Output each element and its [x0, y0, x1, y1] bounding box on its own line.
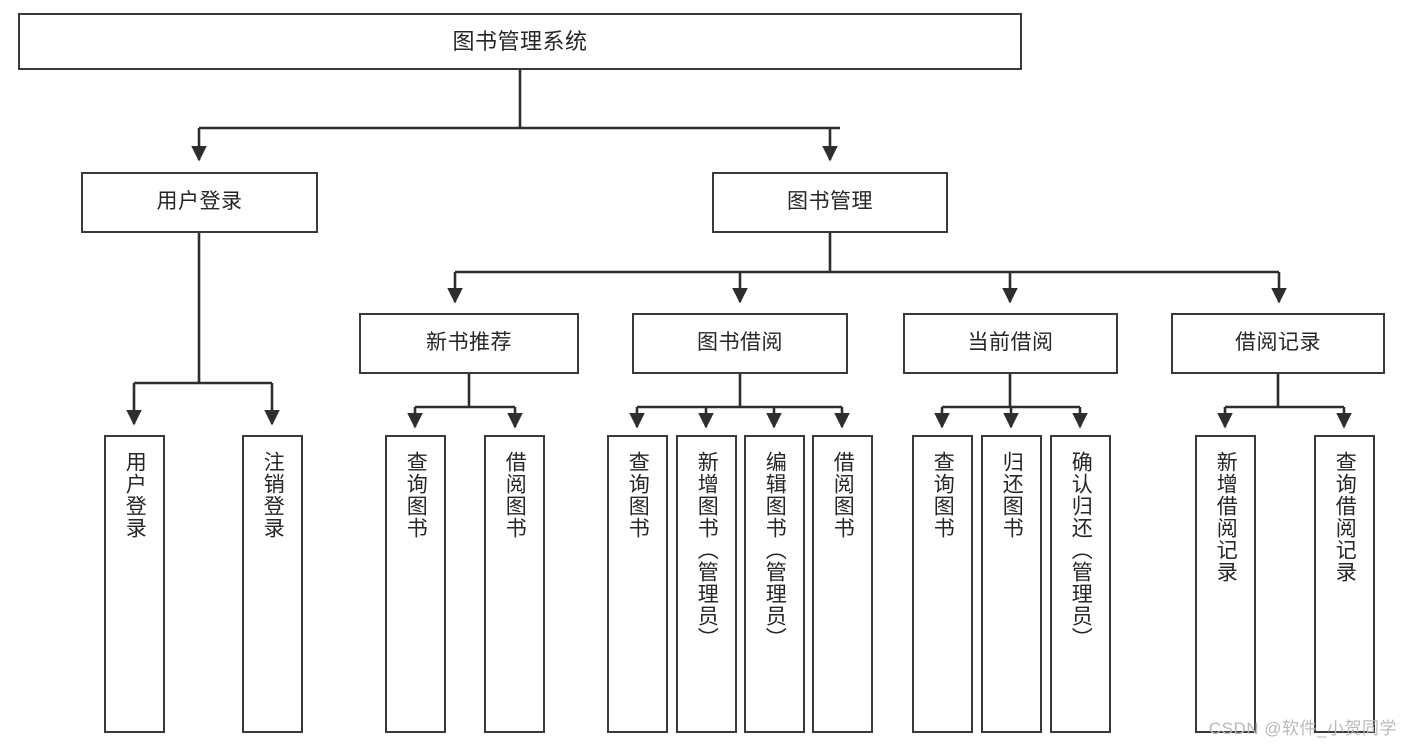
node-label: 查询借阅记录: [1333, 451, 1357, 583]
leaf-edit-book[interactable]: 编辑图书（管理员）: [744, 435, 805, 733]
node-label: 查询图书: [404, 451, 428, 539]
node-label: 归还图书: [1000, 451, 1024, 539]
node-label: 新书推荐: [426, 331, 512, 355]
leaf-user-login[interactable]: 用户登录: [104, 435, 165, 733]
node-label: 用户登录: [156, 190, 243, 214]
node-label: 图书管理: [787, 190, 873, 214]
node-book-borrow[interactable]: 图书借阅: [632, 313, 848, 374]
node-new-book-recommend[interactable]: 新书推荐: [359, 313, 579, 374]
leaf-query-record[interactable]: 查询借阅记录: [1314, 435, 1375, 733]
leaf-add-book[interactable]: 新增图书（管理员）: [676, 435, 737, 733]
leaf-return-book[interactable]: 归还图书: [981, 435, 1042, 733]
node-label: 借阅记录: [1235, 331, 1321, 355]
node-label: 用户登录: [123, 451, 147, 539]
node-label: 借阅图书: [831, 451, 855, 539]
node-label: 注销登录: [261, 451, 285, 539]
node-root-system[interactable]: 图书管理系统: [18, 13, 1022, 70]
node-label: 借阅图书: [503, 451, 527, 539]
node-label: 图书管理系统: [452, 28, 588, 54]
leaf-query-book-1[interactable]: 查询图书: [385, 435, 446, 733]
node-label: 新增借阅记录: [1214, 451, 1238, 583]
leaf-add-record[interactable]: 新增借阅记录: [1195, 435, 1256, 733]
node-label: 图书借阅: [697, 331, 783, 355]
leaf-logout[interactable]: 注销登录: [242, 435, 303, 733]
node-label: 编辑图书（管理员）: [763, 451, 787, 649]
leaf-borrow-book-2[interactable]: 借阅图书: [812, 435, 873, 733]
watermark: CSDN @软件_小贺同学: [1208, 719, 1397, 738]
node-label: 当前借阅: [967, 331, 1054, 355]
node-current-borrow[interactable]: 当前借阅: [903, 313, 1118, 374]
leaf-query-book-3[interactable]: 查询图书: [912, 435, 973, 733]
leaf-borrow-book-1[interactable]: 借阅图书: [484, 435, 545, 733]
node-label: 查询图书: [626, 451, 650, 539]
node-label: 查询图书: [931, 451, 955, 539]
node-book-management[interactable]: 图书管理: [712, 172, 948, 233]
node-label: 确认归还（管理员）: [1069, 451, 1093, 649]
node-label: 新增图书（管理员）: [695, 451, 719, 649]
leaf-query-book-2[interactable]: 查询图书: [607, 435, 668, 733]
node-borrow-record[interactable]: 借阅记录: [1171, 313, 1385, 374]
leaf-confirm-return[interactable]: 确认归还（管理员）: [1050, 435, 1111, 733]
node-user-login[interactable]: 用户登录: [81, 172, 318, 233]
